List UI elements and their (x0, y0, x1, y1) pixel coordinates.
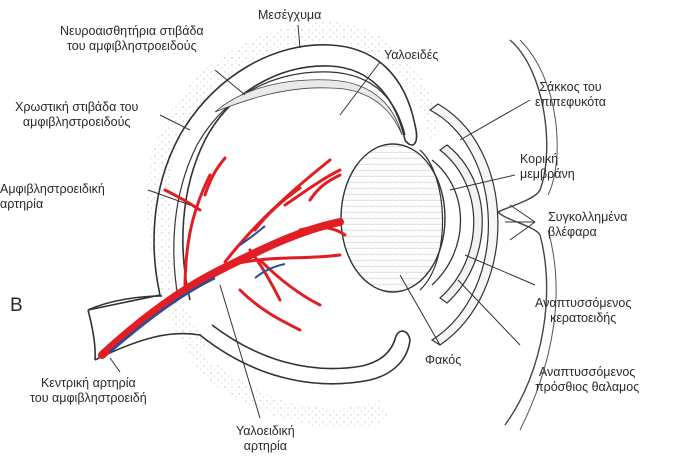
optic-stalk (88, 296, 162, 360)
artery-branches (165, 158, 345, 330)
label-fused-eyelids-line2: βλέφαρα (548, 225, 627, 240)
label-central-artery-line2: του αμφιβληστροειδή (30, 391, 147, 406)
label-developing-anterior-chamber-line2: πρόσθιος θαλαμος (535, 380, 639, 395)
label-pupillary-membrane: Κορική μεμβράνη (520, 152, 575, 182)
cornea-inner (440, 145, 482, 303)
label-fused-eyelids-line1: Συγκολλημένα (548, 210, 627, 225)
label-hyaloid-artery-line2: αρτηρία (236, 439, 295, 454)
panel-letter: B (10, 298, 23, 313)
neural-retina-band (215, 80, 402, 135)
label-conjunctival-sac: Σάκκος του επιπεφυκότα (535, 80, 606, 110)
label-pupillary-membrane-line1: Κορική (520, 152, 575, 167)
label-pigment-retina: Χρωστική στιβάδα του αμφιβληστροειδούς (15, 100, 138, 130)
label-vitreous: Υαλοειδές (384, 48, 438, 63)
label-neural-retina: Νευροαισθητήρια στιβάδα του αμφιβληστροε… (60, 24, 204, 54)
label-developing-cornea-line1: Αναπτυσσόμενος (535, 296, 631, 311)
label-retinal-artery-line2: αρτηρία (0, 197, 105, 212)
lower-cup-outline (95, 325, 410, 384)
label-fused-eyelids: Συγκολλημένα βλέφαρα (548, 210, 627, 240)
lens-shape (341, 144, 445, 292)
label-conjunctival-sac-line1: Σάκκος του (535, 80, 606, 95)
label-hyaloid-artery: Υαλοειδική αρτηρία (236, 424, 295, 454)
label-developing-anterior-chamber: Αναπτυσσόμενος πρόσθιος θαλαμος (535, 365, 639, 395)
label-developing-anterior-chamber-line1: Αναπτυσσόμενος (535, 365, 639, 380)
label-pupillary-membrane-line2: μεμβράνη (520, 167, 575, 182)
mesenchyme-stipple-lower (190, 350, 390, 428)
label-neural-retina-line2: του αμφιβληστροειδούς (60, 39, 204, 54)
label-developing-cornea-line2: κερατοειδής (535, 311, 631, 326)
label-mesenchyme: Μεσέγχυμα (258, 8, 321, 23)
label-central-artery: Κεντρική αρτηρία του αμφιβληστροειδή (30, 376, 147, 406)
label-central-artery-line1: Κεντρική αρτηρία (30, 376, 147, 391)
label-retinal-artery: Αμφιβληστροειδική αρτηρία (0, 182, 105, 212)
label-neural-retina-line1: Νευροαισθητήρια στιβάδα (60, 24, 204, 39)
label-hyaloid-artery-line1: Υαλοειδική (236, 424, 295, 439)
label-retinal-artery-line1: Αμφιβληστροειδική (0, 182, 105, 197)
label-lens: Φακός (425, 353, 461, 368)
label-pigment-retina-line1: Χρωστική στιβάδα του (15, 100, 138, 115)
label-conjunctival-sac-line2: επιπεφυκότα (535, 95, 606, 110)
label-pigment-retina-line2: αμφιβληστροειδούς (15, 115, 138, 130)
label-developing-cornea: Αναπτυσσόμενος κερατοειδής (535, 296, 631, 326)
